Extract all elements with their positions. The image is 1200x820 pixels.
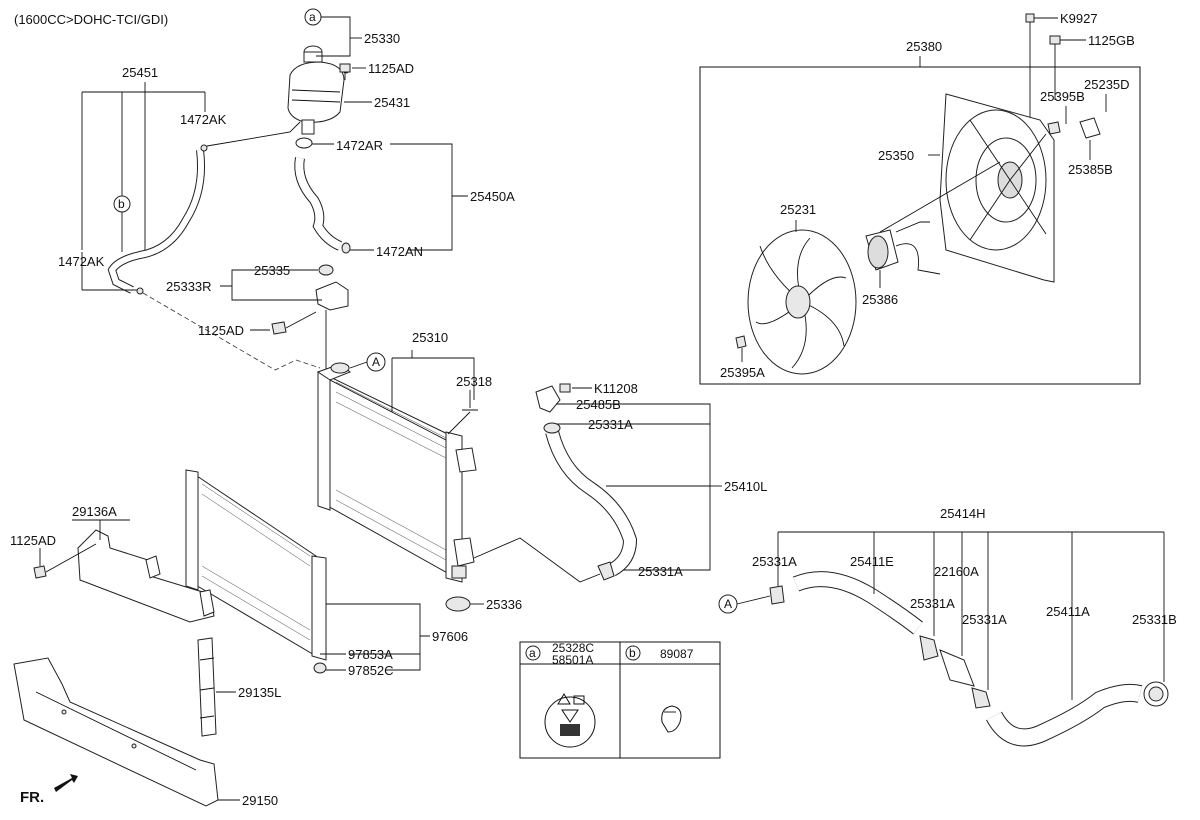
legend-table: a 25328C 58501A b 89087 [519,641,721,759]
hose-clip-icon [661,705,682,733]
legend-b-part: 89087 [660,647,694,661]
part-25330: 25330 [364,31,400,46]
part-25485B: 25485B [576,397,621,412]
part-25350: 25350 [878,148,914,163]
part-25231: 25231 [780,202,816,217]
radiator-bracket-group: 25335 25333R 1125AD [166,263,349,370]
fan-shroud-assembly-box: 25380 K9927 1125GB 25235D 25395B 25385B … [699,11,1141,385]
part-97852C: 97852C [348,663,394,678]
legend-b-key: b [629,646,636,660]
legend-a-key: a [529,646,536,660]
part-25410L: 25410L [724,479,767,494]
radiator-25310: A 25310 25318 [316,330,601,583]
part-29150: 29150 [242,793,278,808]
front-arrow-icon [54,774,78,792]
part-K9927: K9927 [1060,11,1098,26]
part-97606: 97606 [432,629,468,644]
part-25395A: 25395A [720,365,765,380]
part-25411A: 25411A [1046,604,1090,619]
air-guard-29135L: 29135L [197,637,281,737]
part-29135L: 29135L [238,685,281,700]
part-1472AK-top: 1472AK [180,112,227,127]
part-1472AK-left: 1472AK [58,254,105,269]
part-22160A: 22160A [934,564,979,579]
overflow-hose-group: 25451 1472AK b 1472AK [58,65,321,371]
condenser-97606: 97606 97853A 97852C [185,469,468,678]
part-97853A: 97853A [348,647,393,662]
drain-plug-25336: 25336 [445,596,522,612]
part-25331A-4: 25331A [910,596,955,611]
part-25450A: 25450A [470,189,515,204]
part-25380: 25380 [906,39,942,54]
lower-deflector-29150: 29150 FR. [13,657,278,808]
part-25335: 25335 [254,263,290,278]
part-25386: 25386 [862,292,898,307]
air-guard-29136A: 29136A 1125AD [10,504,215,623]
part-25318: 25318 [456,374,492,389]
upper-radiator-hose-group: 1472AR 25450A 1472AN [294,137,515,259]
part-1125GB: 1125GB [1088,33,1135,48]
part-1472AN: 1472AN [376,244,423,259]
lower-radiator-hose-group: K11208 25485B 25331A 25410L 25331A [535,381,767,581]
marker-A-top-label: A [372,355,380,369]
part-25333R: 25333R [166,279,212,294]
front-direction-label: FR. [20,789,44,806]
part-25385B: 25385B [1068,162,1113,177]
marker-A-right-label: A [724,597,732,611]
legend-a-part2: 58501A [552,653,593,667]
part-29136A: 29136A [72,504,117,519]
part-25235D: 25235D [1084,77,1130,92]
legend-a-part1: 25328C [552,641,594,655]
part-25336: 25336 [486,597,522,612]
part-25310: 25310 [412,330,448,345]
part-1125AD-top: 1125AD [368,61,414,76]
part-25331A-3: 25331A [752,554,797,569]
part-25411E: 25411E [850,554,894,569]
part-25395B: 25395B [1040,89,1085,104]
part-25451: 25451 [122,65,158,80]
part-1125AD-mid: 1125AD [198,323,244,338]
part-1125AD-left: 1125AD [10,533,56,548]
fan-motor-25386 [867,235,889,269]
part-25431: 25431 [374,95,410,110]
marker-b-label: b [118,197,125,211]
part-25331A-2: 25331A [638,564,683,579]
part-1472AR: 1472AR [336,138,383,153]
marker-a-label: a [309,10,316,24]
part-25331A-1: 25331A [588,417,633,432]
engine-spec-header: (1600CC>DOHC-TCI/GDI) [14,12,168,27]
part-25331A-5: 25331A [962,612,1007,627]
part-K11208: K11208 [594,381,638,396]
reservoir-tank-group: a 25330 1125AD 25431 [287,8,414,135]
part-25331B: 25331B [1132,612,1177,627]
part-25414H: 25414H [940,506,986,521]
heater-hose-assembly: 25414H 25331A 25411E 22160A 25331A 25331… [718,506,1177,747]
